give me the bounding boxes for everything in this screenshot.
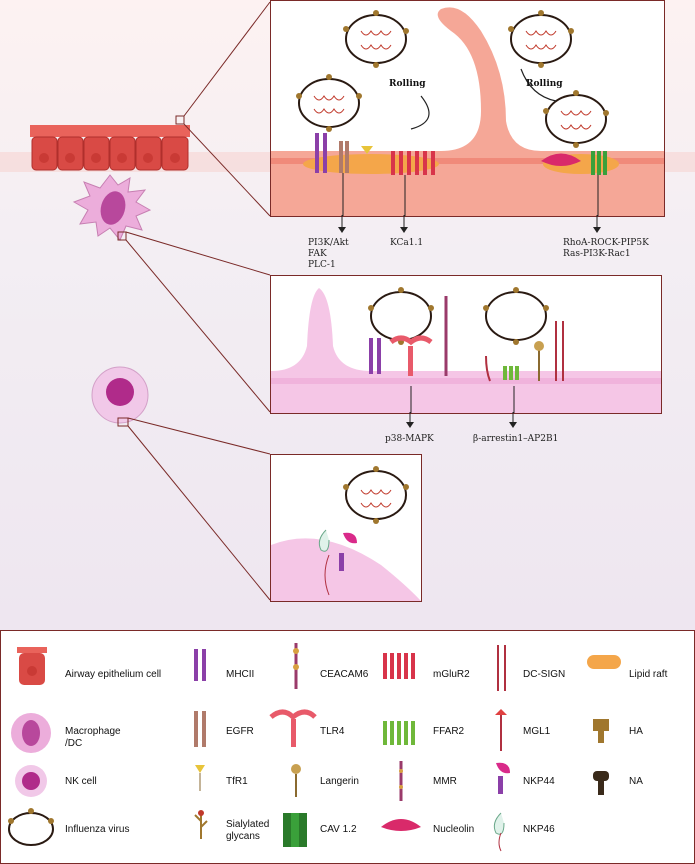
airway-epithelium bbox=[30, 115, 190, 171]
ceacam6-legend-icon bbox=[293, 643, 299, 689]
legend-ha: HA bbox=[629, 726, 643, 737]
legend-icons bbox=[8, 643, 621, 852]
dc-sign-legend-icon bbox=[497, 645, 506, 691]
legend-macrophage: Macrophage /DC bbox=[65, 726, 121, 749]
panel-nk-cell bbox=[270, 454, 422, 602]
legend-nkp44: NKP44 bbox=[523, 776, 555, 787]
top-pathway-arrows bbox=[338, 215, 601, 233]
legend-sialylated-glycans: Sialylated glycans bbox=[226, 819, 270, 842]
legend-nk-cell: NK cell bbox=[65, 776, 97, 787]
legend-mhcii: MHCII bbox=[226, 669, 255, 680]
pathway-pi3k: PI3K/Akt bbox=[308, 238, 349, 248]
rolling-label-right: Rolling bbox=[526, 79, 563, 89]
mgl1-legend-icon bbox=[495, 709, 507, 751]
nk-cell bbox=[91, 366, 149, 427]
panel-macrophage bbox=[270, 275, 662, 414]
mmr-legend-icon bbox=[399, 761, 403, 801]
tfr1-legend-icon bbox=[195, 765, 205, 791]
legend-nkp46: NKP46 bbox=[523, 824, 555, 835]
mhcii-legend-icon bbox=[194, 649, 206, 681]
pathway-kca: KCa1.1 bbox=[390, 238, 424, 248]
pathway-fak: FAK bbox=[308, 249, 327, 259]
ffar2-legend-icon bbox=[383, 721, 415, 745]
legend-influenza-virus: Influenza virus bbox=[65, 824, 130, 835]
rolling-label-left: Rolling bbox=[389, 79, 426, 89]
legend: Airway epithelium cell Macrophage /DC NK… bbox=[0, 630, 695, 864]
langerin-legend-icon bbox=[291, 764, 301, 797]
nkp46-legend-icon bbox=[493, 812, 505, 852]
nkp44-legend-icon bbox=[496, 762, 510, 794]
legend-airway-epithelium: Airway epithelium cell bbox=[65, 669, 162, 680]
nk-cell-legend-icon bbox=[15, 765, 47, 797]
ha-legend-icon bbox=[593, 719, 609, 743]
legend-dc-sign: DC-SIGN bbox=[523, 669, 566, 680]
panel-airway-epithelium: Rolling Rolling bbox=[270, 0, 665, 217]
legend-nucleolin: Nucleolin bbox=[433, 824, 475, 835]
macrophage-legend-icon bbox=[11, 713, 51, 753]
pathway-rhoa: RhoA-ROCK-PIP5K bbox=[563, 238, 649, 248]
middle-pathway-arrows bbox=[406, 412, 517, 428]
tlr4-legend-icon bbox=[269, 709, 317, 747]
legend-egfr: EGFR bbox=[226, 726, 254, 737]
glycan-legend-icon bbox=[194, 810, 208, 839]
epithelium-legend-icon bbox=[17, 647, 47, 685]
lipid-raft-legend-icon bbox=[587, 655, 621, 669]
legend-ffar2: FFAR2 bbox=[433, 726, 465, 737]
legend-mmr: MMR bbox=[433, 776, 457, 787]
mglur2-legend-icon bbox=[383, 653, 415, 679]
na-legend-icon bbox=[593, 771, 609, 795]
legend-na: NA bbox=[629, 776, 643, 787]
pathway-p38: p38-MAPK bbox=[385, 434, 434, 444]
legend-cav12: CAV 1.2 bbox=[320, 824, 357, 835]
pathway-arrestin: β-arrestin1–AP2B1 bbox=[473, 434, 559, 444]
legend-ceacam6: CEACAM6 bbox=[320, 669, 369, 680]
nucleolin-legend-icon bbox=[381, 819, 421, 831]
legend-lipid-raft: Lipid raft bbox=[629, 669, 668, 680]
pathway-ras: Ras-PI3K-Rac1 bbox=[563, 249, 631, 259]
legend-langerin: Langerin bbox=[320, 776, 359, 787]
cav12-legend-icon bbox=[283, 813, 307, 847]
macrophage-cell bbox=[72, 174, 152, 241]
egfr-legend-icon bbox=[194, 711, 206, 747]
virus-legend-icon bbox=[8, 808, 54, 846]
legend-tfr1: TfR1 bbox=[226, 776, 248, 787]
legend-mgl1: MGL1 bbox=[523, 726, 551, 737]
legend-mglur2: mGluR2 bbox=[433, 669, 470, 680]
pathway-plc: PLC-1 bbox=[308, 260, 336, 270]
legend-tlr4: TLR4 bbox=[320, 726, 345, 737]
